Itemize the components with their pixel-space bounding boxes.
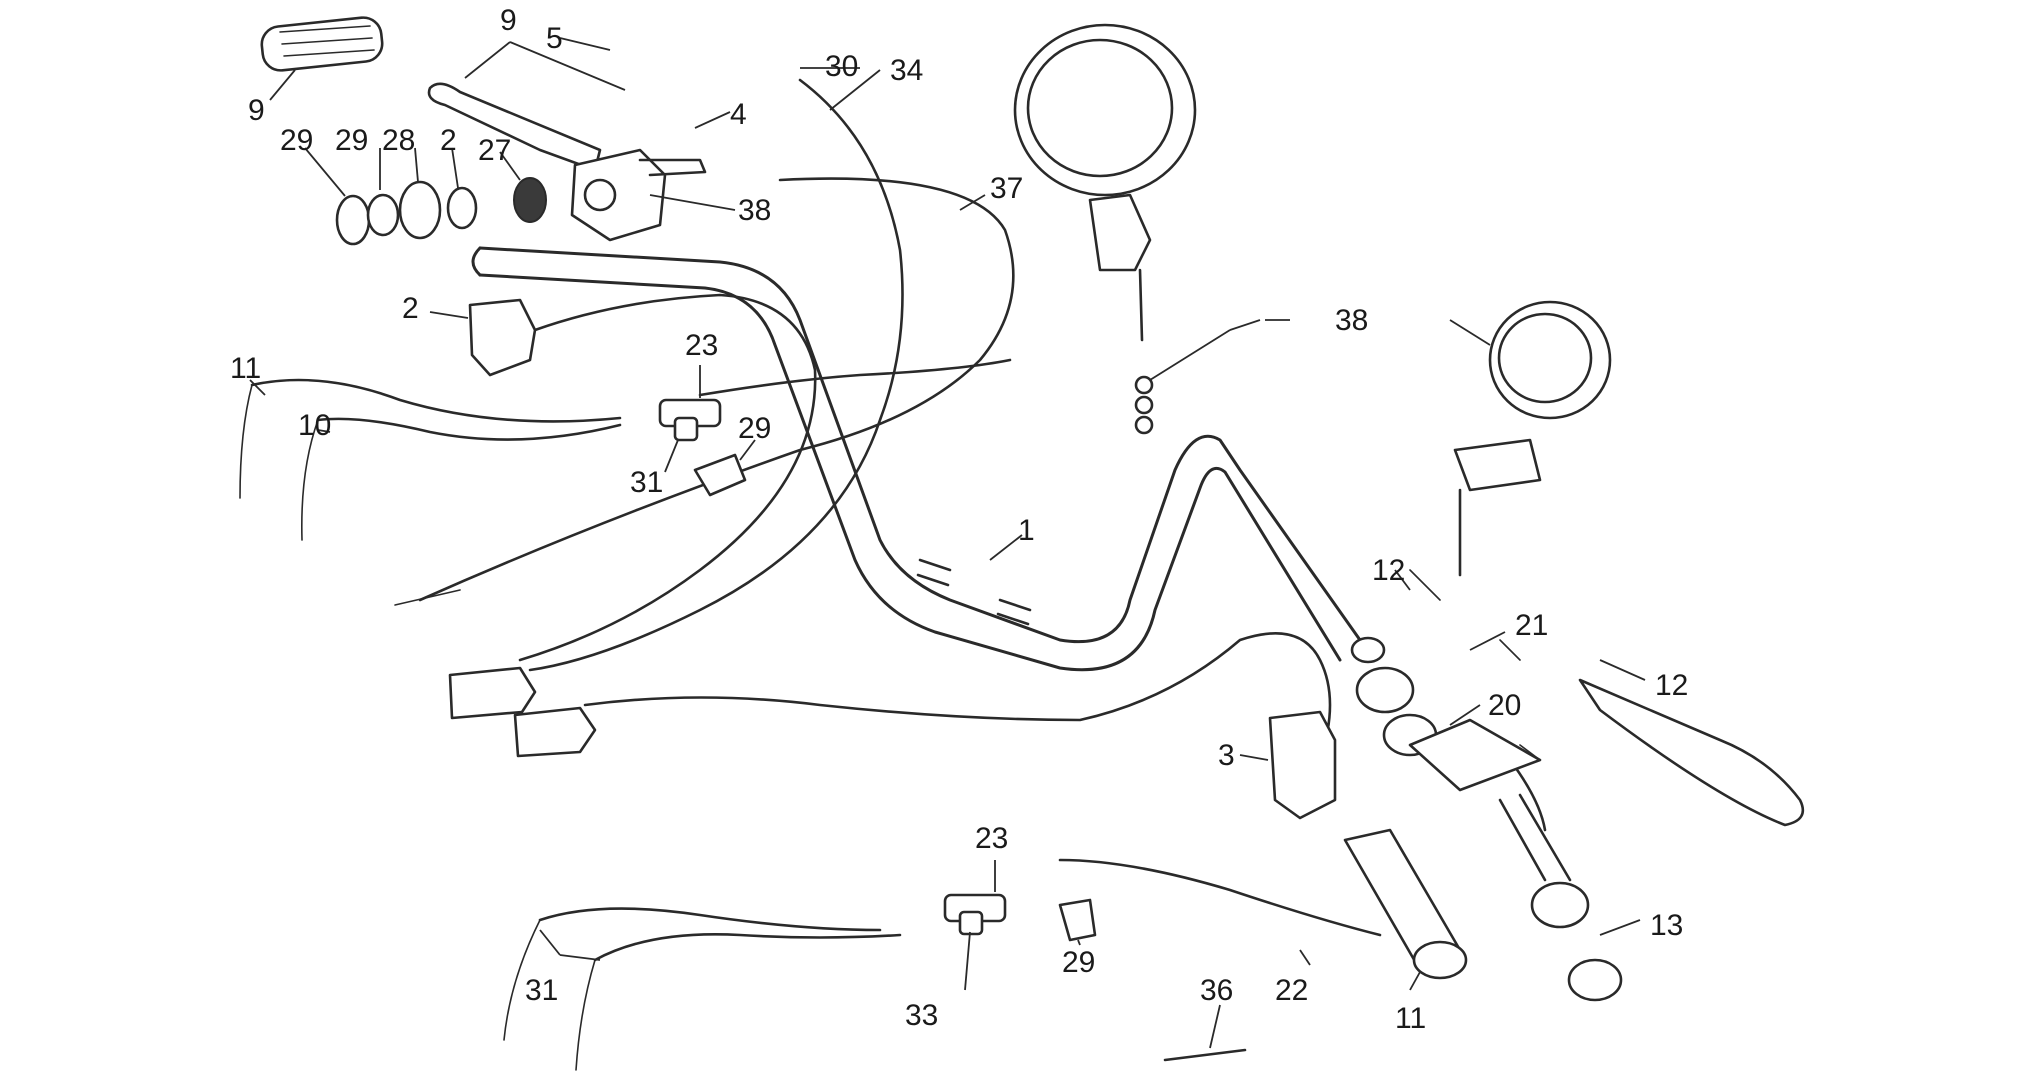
callout-10: 12 <box>1372 554 1405 587</box>
left-grip-7 <box>260 16 384 72</box>
callout-9: 11 <box>230 352 261 385</box>
callout-20: 20 <box>1488 689 1521 722</box>
callout-26: 28 <box>382 124 415 157</box>
cables <box>239 78 1547 1071</box>
leader-lines <box>249 37 1646 1049</box>
callout-31a: 31 <box>630 466 663 499</box>
left-switch-2 <box>468 298 537 377</box>
callout-8: 10 <box>298 409 331 442</box>
handlebar-tube <box>471 246 1386 672</box>
callout-38: 38 <box>1335 304 1368 337</box>
lever-bracket <box>570 148 707 242</box>
cable-adjuster-lower <box>943 893 1007 936</box>
callout-34: 34 <box>890 54 923 87</box>
cable-adjuster-upper <box>658 398 722 442</box>
ring-13b <box>1567 958 1623 1002</box>
callout-6: 9 <box>500 4 517 37</box>
callout-37: 38 <box>738 194 771 227</box>
callout-29a: 29 <box>738 412 771 445</box>
callout-27: 29 <box>335 124 368 157</box>
callout-35: 36 <box>1200 974 1233 1007</box>
callout-21: 21 <box>1515 609 1548 642</box>
connector-upper <box>448 666 537 720</box>
callout-1: 1 <box>1018 514 1035 547</box>
mirror-left <box>1013 23 1197 435</box>
callout-28: 29 <box>280 124 313 157</box>
right-switch-3 <box>1268 710 1337 820</box>
callout-7: 9 <box>248 94 265 127</box>
cap-29-lower <box>1058 898 1097 942</box>
callout-13: 13 <box>1650 909 1683 942</box>
callout-12: 12 <box>1655 669 1688 702</box>
callout-33: 31 <box>525 974 558 1007</box>
callout-30: 30 <box>825 50 858 83</box>
right-grip-11 <box>1343 828 1468 980</box>
ring-13a <box>1530 881 1590 929</box>
bar-end <box>1350 636 1386 664</box>
split-pin-35 <box>1163 1048 1247 1062</box>
callout-labels: 9 5 30 34 4 9 29 29 28 2 27 38 37 2 38 1… <box>230 4 1688 1035</box>
washer-stack <box>335 177 547 246</box>
connector-lower <box>513 706 597 758</box>
cap-29-upper <box>693 453 747 497</box>
brake-lever-12 <box>1578 678 1805 827</box>
callout-23a: 23 <box>685 329 718 362</box>
callout-2b: 2 <box>402 292 419 325</box>
callout-22: 22 <box>1275 974 1308 1007</box>
callout-11: 11 <box>1395 1002 1426 1035</box>
callout-24: 27 <box>478 134 511 167</box>
callout-4: 4 <box>730 98 747 131</box>
callout-5: 5 <box>546 22 563 55</box>
callout-29b: 29 <box>1062 946 1095 979</box>
mirror-right <box>1453 300 1612 577</box>
callout-23b: 23 <box>975 822 1008 855</box>
callout-36: 37 <box>990 172 1023 205</box>
callout-2a: 2 <box>440 124 457 157</box>
throttle-housing <box>1355 666 1542 792</box>
callout-3: 3 <box>1218 739 1235 772</box>
callout-31b: 33 <box>905 999 938 1032</box>
